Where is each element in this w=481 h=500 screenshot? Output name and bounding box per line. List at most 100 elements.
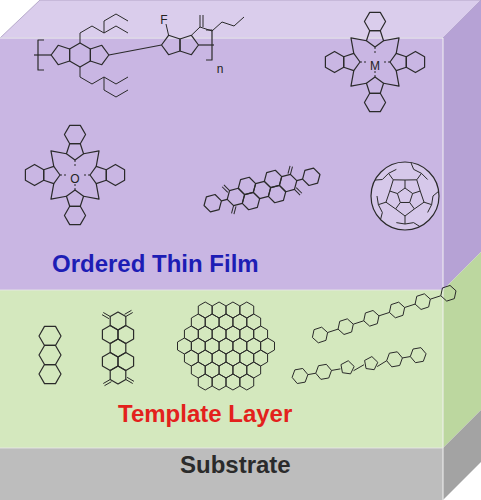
benzo-ring	[406, 51, 424, 72]
polymer-structure	[34, 14, 244, 97]
carbonyl-bond	[127, 377, 134, 381]
phenyl-ring	[202, 193, 223, 213]
carbonyl-bond	[294, 188, 300, 196]
coordination-bond	[383, 62, 390, 63]
layer-boundary	[0, 448, 443, 449]
phenyl-ring	[364, 310, 379, 326]
carbonyl-bond	[125, 310, 132, 314]
coordination-bond	[75, 160, 76, 167]
pentagon-face	[397, 188, 412, 202]
carbonyl-bond	[105, 382, 112, 386]
phenyl-ring	[387, 352, 403, 367]
phenyl-ring	[441, 285, 456, 301]
phenyl-ring	[338, 319, 353, 335]
coordination-bond	[60, 175, 67, 176]
fullerene	[371, 162, 439, 230]
aza-bridge	[51, 184, 66, 199]
cage-bond	[389, 173, 394, 179]
phenyl-ring	[415, 294, 430, 310]
alkyl-chain	[104, 14, 128, 33]
aromatic-ring	[39, 326, 61, 345]
coordination-bond	[360, 62, 367, 63]
n-phenyl-bond	[221, 199, 227, 201]
ring-link-bond	[354, 365, 364, 371]
carbonyl-bond	[286, 166, 292, 174]
thiophene-ring	[90, 45, 108, 64]
ptcda-molecule	[102, 310, 134, 385]
phenyl-ring	[389, 302, 404, 318]
n-phenyl-bond	[297, 179, 303, 181]
phenyl-ring	[301, 167, 322, 187]
cage-bond	[405, 180, 406, 188]
carbonyl-bond	[232, 206, 238, 214]
cage-bond	[413, 191, 421, 193]
cage-bond	[375, 179, 382, 180]
aza-bridge	[51, 151, 66, 166]
ptcdi-molecule	[200, 159, 324, 221]
thiophene-ring	[365, 357, 378, 370]
atom-label: F	[160, 14, 167, 26]
graphene-ring	[226, 374, 240, 390]
graphene-flake	[178, 302, 275, 390]
ring-link-bond	[308, 373, 316, 374]
ring-link-bond	[353, 321, 363, 324]
graphene-ring	[198, 374, 212, 390]
graphene-ring	[240, 374, 254, 390]
atom-label: n	[217, 63, 224, 75]
substrate-front-face	[0, 448, 443, 500]
layer-band: Ordered Thin Film	[0, 38, 443, 290]
cage-bond	[433, 191, 439, 196]
thiophene-ring	[162, 35, 180, 54]
benzene-ring	[70, 43, 91, 67]
pyrrole-ring	[390, 53, 406, 70]
ring-link-bond	[379, 312, 389, 315]
cage-bond	[414, 223, 420, 227]
carbonyl-bond	[102, 315, 109, 319]
pyrrole-ring	[366, 77, 383, 93]
benzo-ring	[64, 125, 85, 143]
cage-bond	[405, 216, 406, 224]
layer-boundary	[0, 290, 443, 291]
fullerene-sphere	[371, 162, 439, 230]
carbonyl-bond	[200, 15, 201, 27]
ring-link-bond	[328, 329, 338, 332]
coordination-bond	[375, 47, 376, 54]
top-face	[0, 0, 481, 38]
cage-bond	[381, 212, 383, 219]
layer-band: Template Layer	[0, 290, 443, 448]
carbonyl-bond	[224, 184, 230, 192]
ring-link-bond	[402, 357, 410, 358]
carbonyl-bond	[203, 15, 204, 27]
aza-bridge	[351, 71, 366, 86]
anthracene	[39, 326, 61, 383]
layer-band: Substrate	[0, 448, 443, 500]
box-edge	[443, 38, 444, 500]
benzo-ring	[364, 93, 385, 111]
metal-phthalocyanine	[325, 12, 424, 111]
layer-label: Template Layer	[118, 400, 292, 429]
aza-bridge	[84, 184, 99, 199]
pyrrole-ring	[344, 53, 360, 70]
ring-link-bond	[377, 361, 386, 367]
cage-bond	[378, 202, 386, 204]
template-front-face	[0, 290, 443, 448]
aromatic-ring	[39, 345, 61, 364]
ring-link-bond	[332, 369, 341, 371]
carbonyl-bond	[222, 186, 228, 194]
film-front-face	[0, 38, 443, 290]
phenyl-ring	[292, 368, 308, 383]
ring-link-bond	[430, 296, 440, 299]
benzo-ring	[325, 51, 343, 72]
cage-bond	[411, 163, 414, 170]
atom-label: O	[70, 173, 79, 185]
box-edge	[0, 38, 443, 39]
atom-label: M	[370, 60, 380, 72]
aza-bridge	[384, 71, 399, 86]
repeat-bracket	[38, 40, 44, 70]
backbone-bond	[34, 54, 51, 55]
cage-bond	[417, 173, 422, 179]
phenyl-ring	[410, 348, 426, 363]
phenyl-thiophene-oligomer	[292, 348, 426, 384]
thiophene-ring	[180, 35, 198, 54]
benzo-ring	[106, 164, 124, 185]
